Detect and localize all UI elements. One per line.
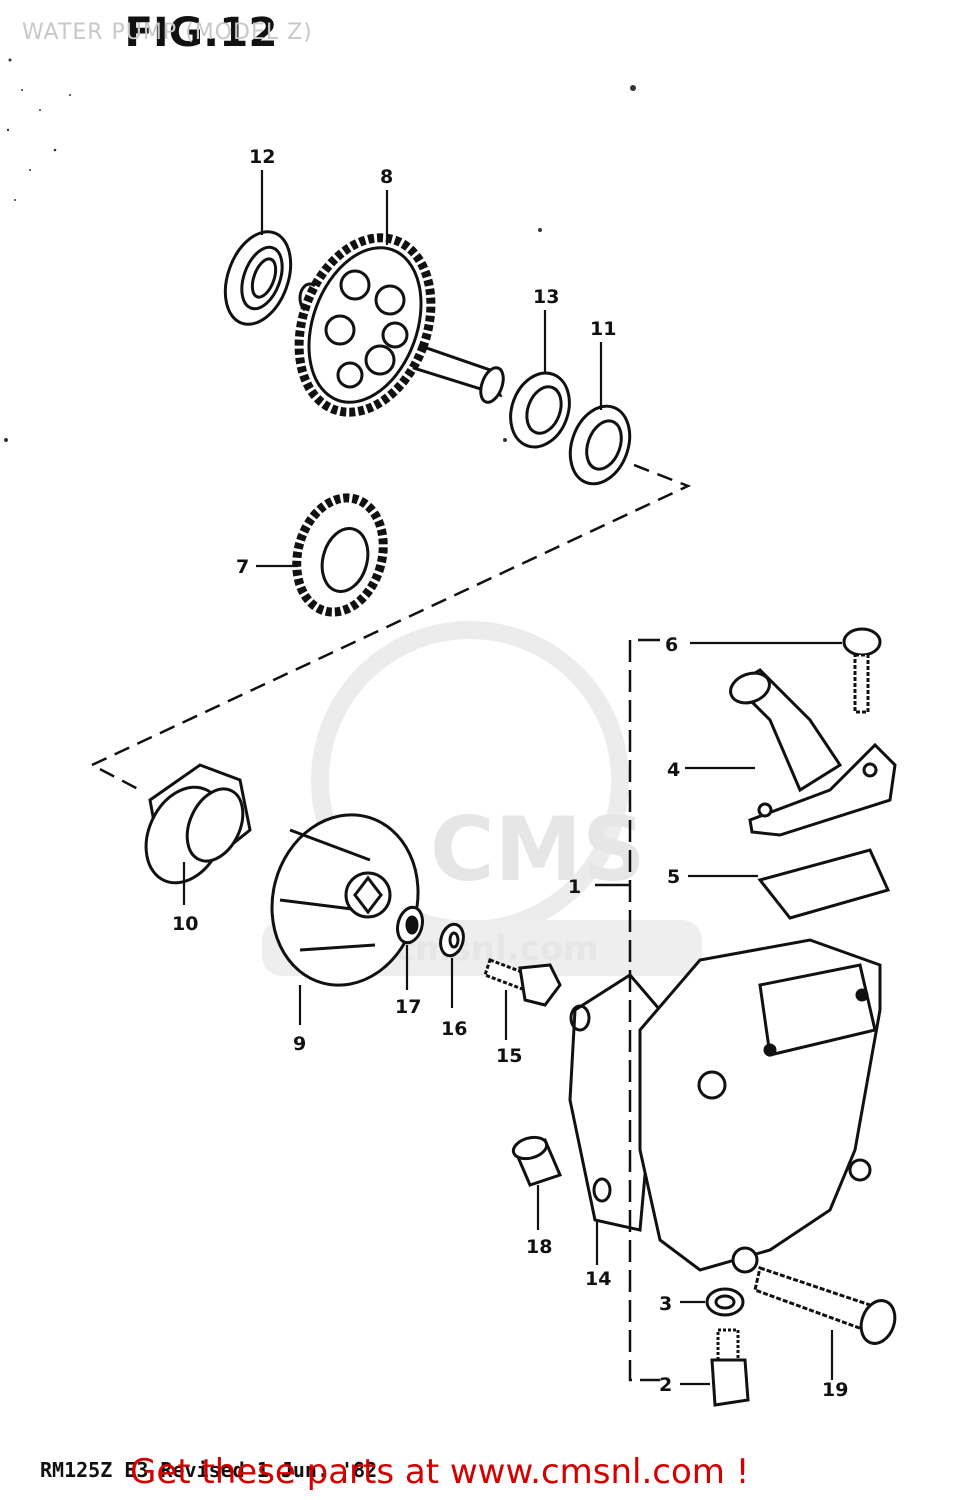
label-11: 11 <box>590 318 616 340</box>
promo-link[interactable]: Get these parts at www.cmsnl.com ! <box>130 1452 750 1492</box>
assembly-lines <box>89 463 692 1382</box>
label-15: 15 <box>496 1045 522 1067</box>
part-5-gasket[interactable] <box>757 848 891 920</box>
label-10: 10 <box>172 913 198 935</box>
label-3: 3 <box>659 1293 672 1315</box>
label-5: 5 <box>667 866 680 888</box>
part-14-gasket[interactable] <box>568 973 662 1232</box>
part-8-pump-gear-shaft[interactable] <box>276 219 508 431</box>
label-13: 13 <box>533 286 559 308</box>
part-18-dowel-pin[interactable] <box>511 1134 563 1187</box>
label-14: 14 <box>585 1268 611 1290</box>
part-2-drain-bolt[interactable] <box>710 1328 750 1407</box>
part-13-bearing[interactable] <box>501 365 580 456</box>
label-17: 17 <box>395 996 421 1018</box>
label-6: 6 <box>665 634 678 656</box>
part-15-bolt[interactable] <box>483 958 562 1007</box>
part-9-impeller[interactable] <box>253 798 437 1001</box>
label-4: 4 <box>667 759 680 781</box>
leader-lines <box>182 170 842 1386</box>
label-8: 8 <box>380 166 393 188</box>
label-18: 18 <box>526 1236 552 1258</box>
part-4-outlet-pipe[interactable] <box>726 668 897 837</box>
part-10-mechanical-seal[interactable] <box>131 763 253 896</box>
page-title: WATER PUMP (MODEL Z) <box>22 20 313 45</box>
part-7-drive-gear[interactable] <box>284 488 395 622</box>
label-12: 12 <box>249 146 275 168</box>
part-16-washer[interactable] <box>437 922 467 959</box>
part-3-washer[interactable] <box>705 1287 745 1317</box>
part-labels: 12 8 13 11 7 10 9 17 16 15 18 14 1 6 4 5… <box>172 146 848 1401</box>
part-19-long-bolt[interactable] <box>753 1266 901 1348</box>
label-19: 19 <box>822 1379 848 1401</box>
part-1-pump-case[interactable] <box>638 938 882 1274</box>
figure-number: FIG.12 <box>124 10 278 56</box>
label-7: 7 <box>236 556 249 578</box>
revision-reference: RM125Z E3 Revised 1 Jun. '82 <box>40 1458 378 1482</box>
label-1: 1 <box>568 876 581 898</box>
label-9: 9 <box>293 1033 306 1055</box>
scan-noise <box>4 58 636 442</box>
part-6-screw[interactable] <box>842 627 882 714</box>
label-16: 16 <box>441 1018 467 1040</box>
part-17-washer[interactable] <box>394 905 426 946</box>
part-11-bearing[interactable] <box>560 398 640 492</box>
part-12-oil-seal[interactable] <box>213 223 302 334</box>
label-2: 2 <box>659 1374 672 1396</box>
